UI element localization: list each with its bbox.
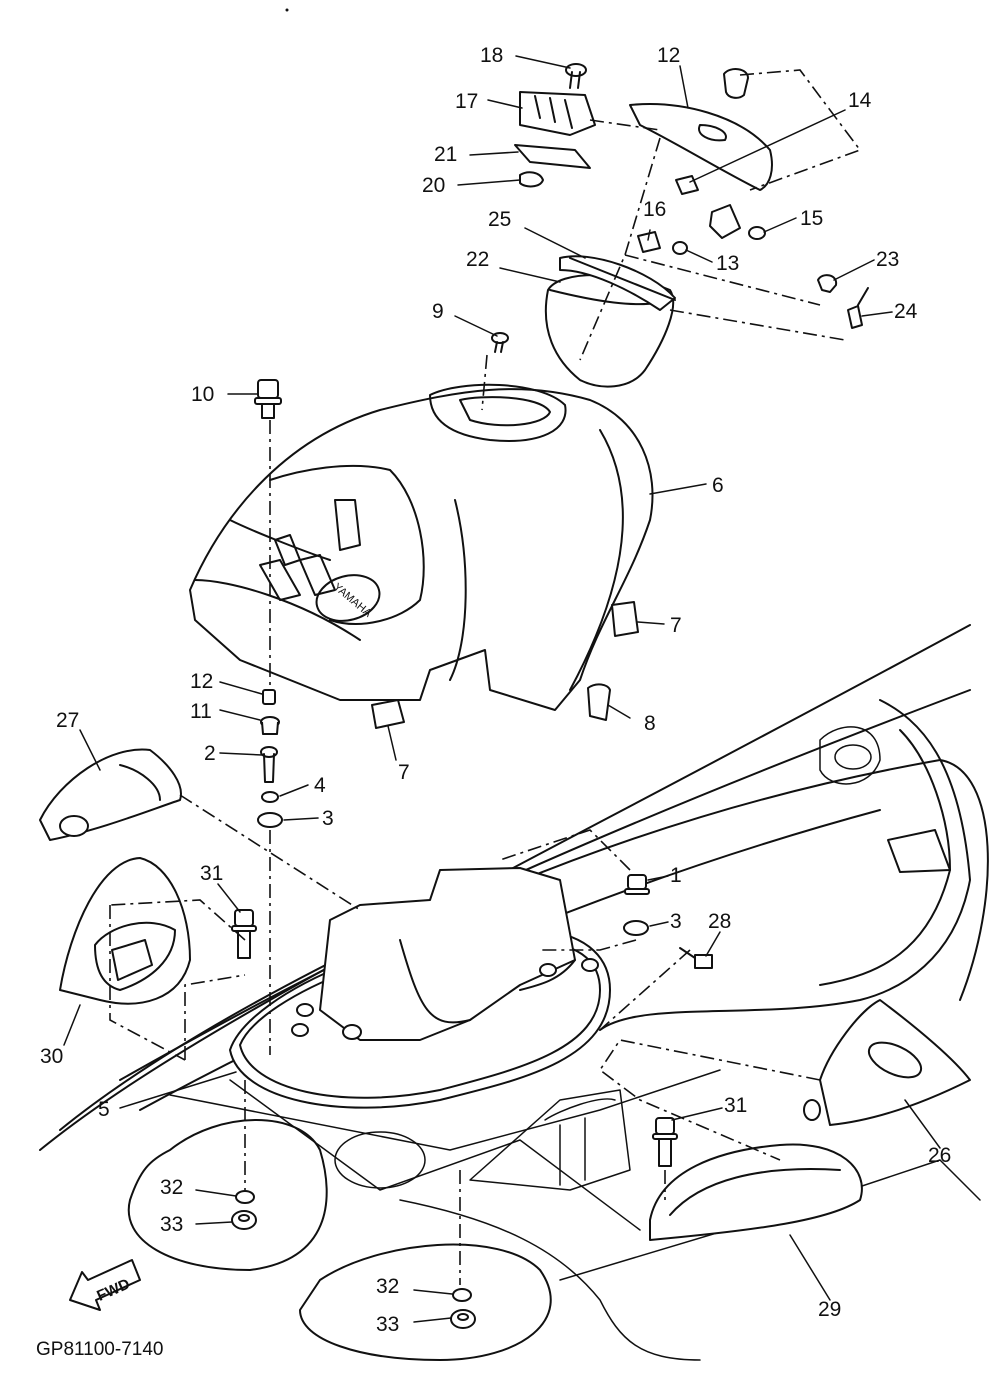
part-30-vent [59, 857, 191, 1005]
callout-32-left: 32 [160, 1176, 183, 1199]
callout-9: 9 [432, 300, 444, 323]
callout-8: 8 [644, 712, 656, 735]
callout-2: 2 [204, 742, 216, 765]
callout-29: 29 [818, 1298, 841, 1321]
part-7-pad-lower [371, 699, 405, 729]
part-32-washer-right [452, 1288, 472, 1302]
callout-33-left: 33 [160, 1213, 183, 1236]
callout-24: 24 [894, 300, 918, 323]
callout-6: 6 [712, 474, 724, 497]
part-6-cover: YAMAHA [189, 383, 654, 711]
part-18-latch [519, 91, 596, 136]
callout-7-right: 7 [670, 614, 682, 637]
callout-labels: 18 12 14 17 21 20 16 15 25 13 22 23 24 9… [40, 44, 951, 1336]
callout-27: 27 [56, 709, 79, 732]
fwd-arrow: FWD [69, 1259, 141, 1311]
callout-16: 15 [800, 207, 823, 230]
part-16-hinge [709, 204, 766, 240]
part-31-bolt-right [652, 1117, 678, 1167]
leader-lines [63, 55, 941, 1323]
part-21-plate [514, 144, 591, 169]
part-33-nut-left [231, 1210, 257, 1230]
callout-20: 20 [422, 174, 445, 197]
callout-10: 10 [191, 383, 214, 406]
alignment-lines [109, 69, 862, 1285]
callout-5: 5 [98, 1098, 110, 1121]
callout-30: 30 [40, 1045, 63, 1068]
part-33-nut-right [450, 1309, 476, 1329]
callout-32-right: 32 [376, 1275, 399, 1298]
callout-15: 14 [848, 89, 872, 112]
callout-22: 22 [466, 248, 489, 271]
part-15-cap [723, 68, 749, 99]
part-15-nut [675, 175, 699, 195]
part-11-grommet [260, 716, 280, 735]
callout-13: 12 [657, 44, 680, 67]
part-32-washer-left [235, 1190, 255, 1204]
part-2-bolt [260, 746, 278, 783]
callout-18: 17 [455, 90, 478, 113]
part-23-grommet [817, 274, 838, 293]
part-22-hatch-housing [544, 255, 676, 388]
part-8-pad [587, 683, 611, 721]
part-29-duct [649, 1143, 863, 1241]
part-5-storage-tub [229, 867, 611, 1109]
part-14-washer [672, 241, 688, 255]
callout-28: 28 [708, 910, 731, 933]
part-1-bolt [624, 874, 650, 895]
callout-14: 13 [716, 252, 739, 275]
callout-21: 21 [434, 143, 457, 166]
callout-33-right: 33 [376, 1313, 399, 1336]
callout-7-lower: 7 [398, 761, 410, 784]
callout-12: 12 [190, 670, 213, 693]
part-28-rivet [679, 947, 713, 969]
callout-31-right: 31 [724, 1094, 747, 1117]
part-27-vent [39, 748, 182, 841]
part-7-pad-right [611, 601, 639, 637]
callout-26: 26 [928, 1144, 951, 1167]
hull-deck [39, 624, 989, 1361]
callout-3-left: 3 [322, 807, 334, 830]
part-26-vent [803, 999, 971, 1126]
part-31-bolt-left [231, 909, 257, 959]
callout-25: 25 [488, 208, 511, 231]
part-9-screw [491, 332, 509, 353]
part-20-nut [519, 171, 544, 188]
callout-11: 11 [190, 700, 212, 723]
part-13-lid [629, 103, 773, 191]
part-12-spacer [262, 689, 276, 705]
part-4-washer [261, 791, 279, 803]
callout-1: 1 [670, 864, 682, 887]
speck [285, 8, 289, 12]
callout-31-left: 31 [200, 862, 223, 885]
part-19-screw [565, 63, 587, 89]
part-3-washer-right [623, 920, 649, 936]
drawing-code: GP81100-7140 [36, 1339, 163, 1360]
callout-23: 23 [876, 248, 899, 271]
callout-4: 4 [314, 774, 326, 797]
part-10-bolt [254, 379, 282, 419]
part-3-washer-left [257, 812, 283, 828]
callout-19: 18 [480, 44, 503, 67]
callout-3-right: 3 [670, 910, 682, 933]
callout-17: 16 [643, 198, 666, 221]
part-24-rivet [847, 287, 869, 329]
